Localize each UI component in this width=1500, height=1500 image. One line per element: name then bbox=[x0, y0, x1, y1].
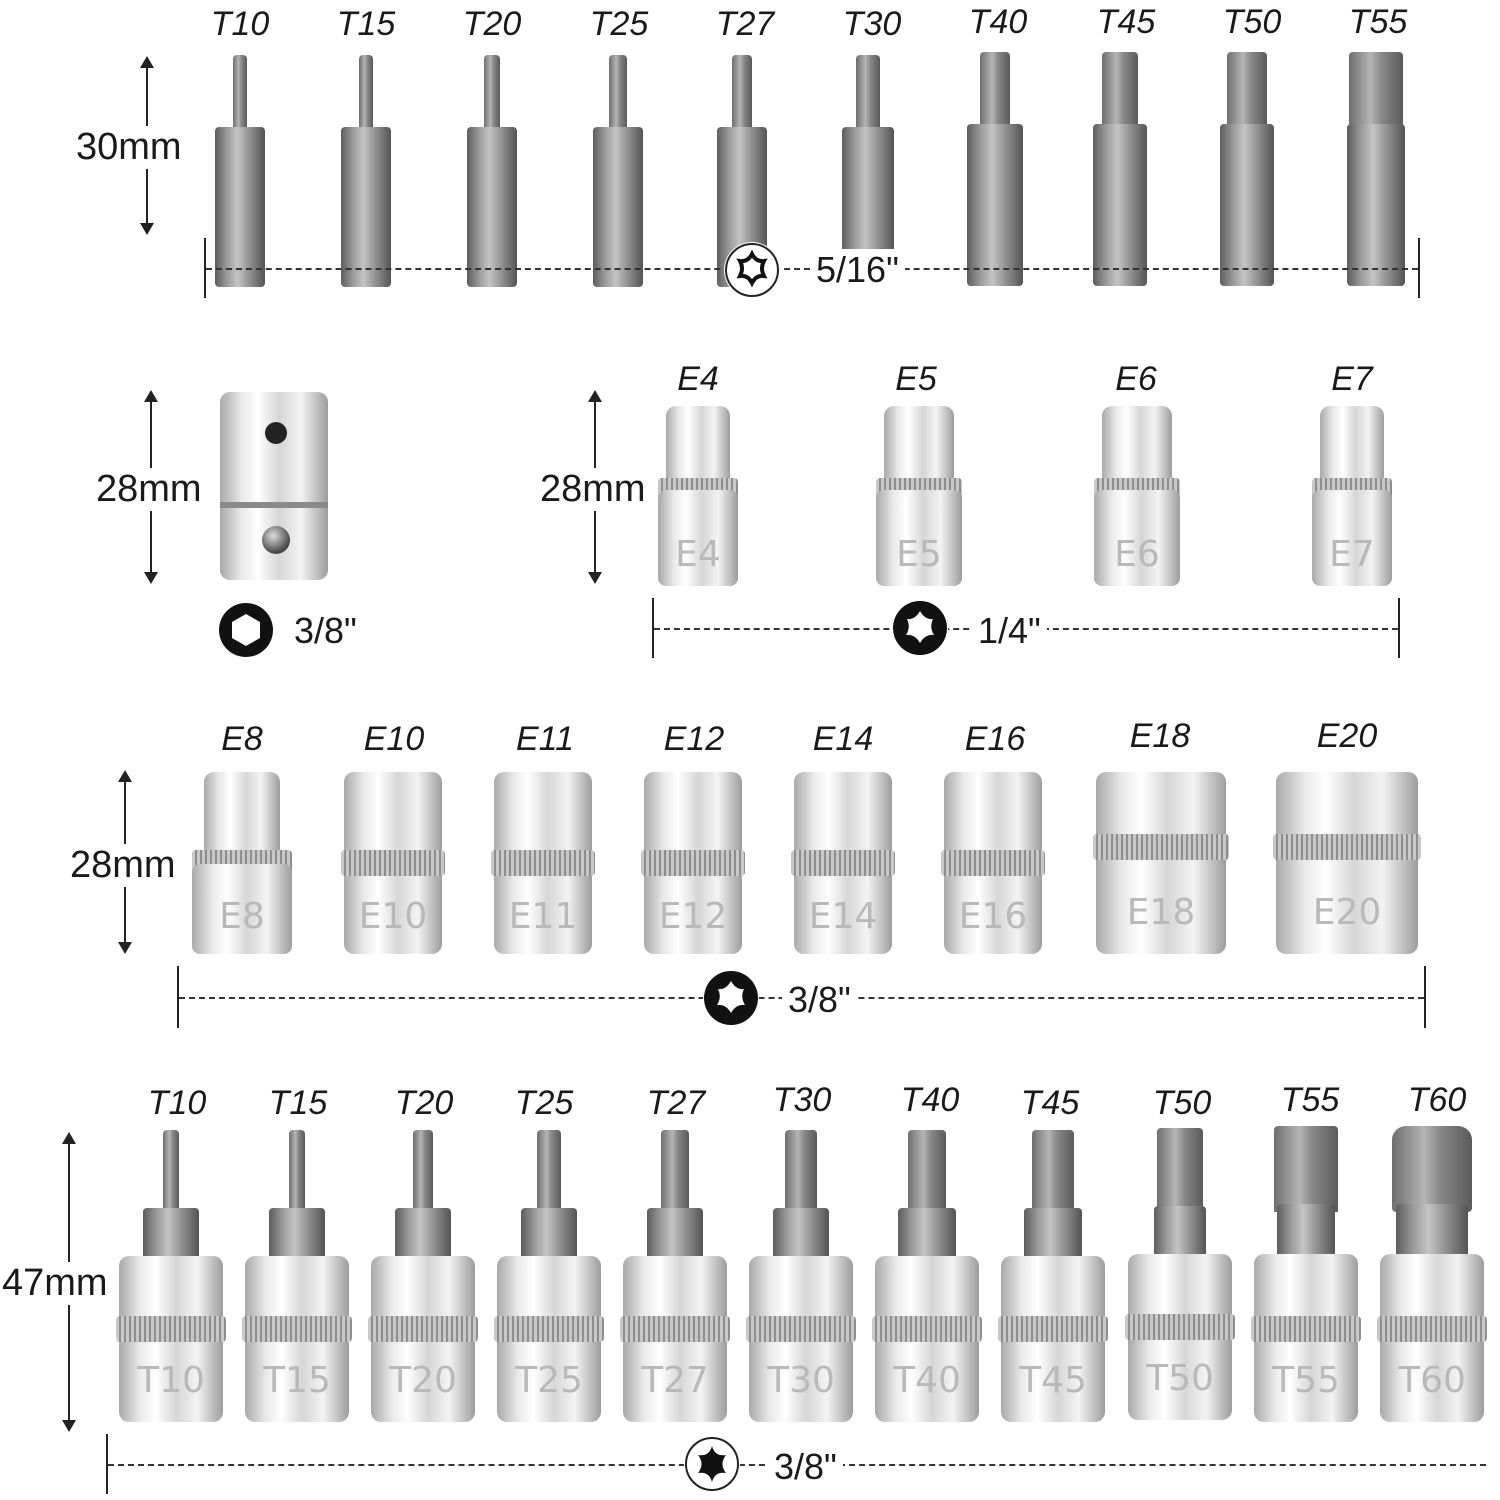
bit-label: T40 bbox=[900, 1081, 960, 1119]
torx-socket: E5 bbox=[876, 406, 962, 586]
torx-socket: E11 bbox=[491, 772, 595, 954]
socket-engraving: T10 bbox=[137, 1360, 205, 1401]
socket-engraving: E12 bbox=[658, 896, 728, 937]
height-label: 47mm bbox=[2, 1262, 108, 1305]
dimension-tick bbox=[1398, 598, 1400, 658]
bit-adapter bbox=[220, 392, 328, 580]
torx-socket: E16 bbox=[941, 772, 1045, 954]
torx-icon bbox=[892, 600, 948, 656]
bit-label: T60 bbox=[1407, 1081, 1467, 1119]
socket-engraving: E4 bbox=[675, 534, 721, 575]
bit-label: T27 bbox=[715, 5, 775, 43]
socket-label: E16 bbox=[964, 720, 1026, 758]
socket-engraving: T55 bbox=[1272, 1360, 1340, 1401]
bit-label: T30 bbox=[772, 1081, 832, 1119]
socket-engraving: T27 bbox=[641, 1360, 709, 1401]
torx-icon bbox=[703, 970, 759, 1026]
bit-label: T10 bbox=[147, 1084, 207, 1122]
socket-engraving: E20 bbox=[1312, 892, 1382, 933]
torx-socket: E14 bbox=[791, 772, 895, 954]
row-5-16-torx-bits: 30mm T10 T15 T20 T25 T27 T30 T40 T45 T50… bbox=[0, 0, 1500, 310]
bit-label: T10 bbox=[210, 5, 270, 43]
bit-label: T55 bbox=[1348, 3, 1408, 41]
torx-socket: E10 bbox=[341, 772, 445, 954]
bit-label: T15 bbox=[336, 5, 396, 43]
socket-engraving: E14 bbox=[808, 896, 878, 937]
bit-label: T20 bbox=[394, 1084, 454, 1122]
torx-socket: E7 bbox=[1312, 406, 1392, 586]
bit-label: T15 bbox=[268, 1084, 328, 1122]
height-label: 28mm bbox=[70, 844, 176, 887]
socket-label: E18 bbox=[1129, 717, 1191, 755]
height-label: 30mm bbox=[76, 126, 182, 169]
socket-engraving: T25 bbox=[515, 1360, 583, 1401]
socket-engraving: T40 bbox=[893, 1360, 961, 1401]
drive-size-label: 5/16" bbox=[810, 249, 905, 291]
socket-engraving: E18 bbox=[1126, 892, 1196, 933]
row-3-8-torx-bit-sockets: 47mm T10 T15 T20 T25 T27 T30 T40 T45 T50… bbox=[0, 1070, 1500, 1500]
socket-engraving: T15 bbox=[263, 1360, 331, 1401]
socket-engraving: E10 bbox=[358, 896, 428, 937]
bit-label: T50 bbox=[1222, 3, 1282, 41]
socket-label: E12 bbox=[663, 720, 725, 758]
torx-socket: E18 bbox=[1093, 772, 1229, 954]
row-3-8-e-sockets: 28mm E8 E10 E11 E12 E14 E16 E18 E20 E8 E… bbox=[0, 700, 1500, 1040]
socket-engraving: E5 bbox=[896, 534, 942, 575]
dimension-tick bbox=[652, 598, 654, 658]
bit-label: T30 bbox=[842, 5, 902, 43]
bit-label: T20 bbox=[462, 5, 522, 43]
socket-engraving: E6 bbox=[1114, 534, 1160, 575]
torx-socket: E20 bbox=[1273, 772, 1421, 954]
socket-engraving: E8 bbox=[219, 896, 265, 937]
adapter-drive-label: 3/8" bbox=[288, 610, 363, 652]
socket-label: E7 bbox=[1331, 360, 1373, 398]
socket-engraving: T20 bbox=[389, 1360, 457, 1401]
socket-label: E8 bbox=[221, 720, 263, 758]
drive-size-label: 3/8" bbox=[782, 979, 857, 1021]
torx-socket: E8 bbox=[192, 772, 292, 954]
socket-label: E20 bbox=[1316, 717, 1378, 755]
socket-engraving: T60 bbox=[1398, 1360, 1466, 1401]
bit-label: T27 bbox=[646, 1084, 706, 1122]
height-label: 28mm bbox=[540, 468, 646, 511]
dimension-tick bbox=[1424, 966, 1426, 1028]
socket-label: E6 bbox=[1115, 360, 1157, 398]
torx-socket: E4 bbox=[658, 406, 738, 586]
dimension-tick bbox=[1418, 238, 1420, 298]
row-1-4-e-sockets: 28mm 3/8" 28mm E4 E5 E6 E7 E4 E5 E6 E7 1… bbox=[0, 340, 1500, 670]
socket-label: E14 bbox=[812, 720, 874, 758]
bit-label: T45 bbox=[1096, 3, 1156, 41]
bit-label: T50 bbox=[1152, 1084, 1212, 1122]
socket-label: E11 bbox=[516, 720, 574, 758]
torx-socket: E12 bbox=[641, 772, 745, 954]
torx-star-icon bbox=[684, 1436, 740, 1492]
torx-socket: E6 bbox=[1094, 406, 1180, 586]
socket-engraving: T30 bbox=[767, 1360, 835, 1401]
socket-label: E5 bbox=[895, 360, 937, 398]
drive-size-label: 1/4" bbox=[972, 610, 1047, 652]
bit-label: T25 bbox=[589, 5, 649, 43]
bit-label: T55 bbox=[1280, 1081, 1340, 1119]
socket-engraving: E16 bbox=[958, 896, 1028, 937]
dimension-tick bbox=[106, 1434, 108, 1494]
hex-icon bbox=[218, 602, 274, 658]
socket-engraving: T45 bbox=[1019, 1360, 1087, 1401]
socket-label: E4 bbox=[677, 360, 719, 398]
bit-label: T40 bbox=[968, 3, 1028, 41]
socket-engraving: E11 bbox=[508, 896, 578, 937]
socket-label: E10 bbox=[363, 720, 425, 758]
bit-label: T45 bbox=[1020, 1084, 1080, 1122]
socket-engraving: T50 bbox=[1146, 1358, 1214, 1399]
adapter-height-label: 28mm bbox=[96, 468, 202, 511]
drive-size-label: 3/8" bbox=[768, 1446, 843, 1488]
dimension-tick bbox=[177, 966, 179, 1028]
dimension-tick bbox=[204, 238, 206, 298]
socket-engraving: E7 bbox=[1329, 534, 1375, 575]
torx-outline-icon bbox=[724, 242, 780, 298]
bit-label: T25 bbox=[514, 1084, 574, 1122]
